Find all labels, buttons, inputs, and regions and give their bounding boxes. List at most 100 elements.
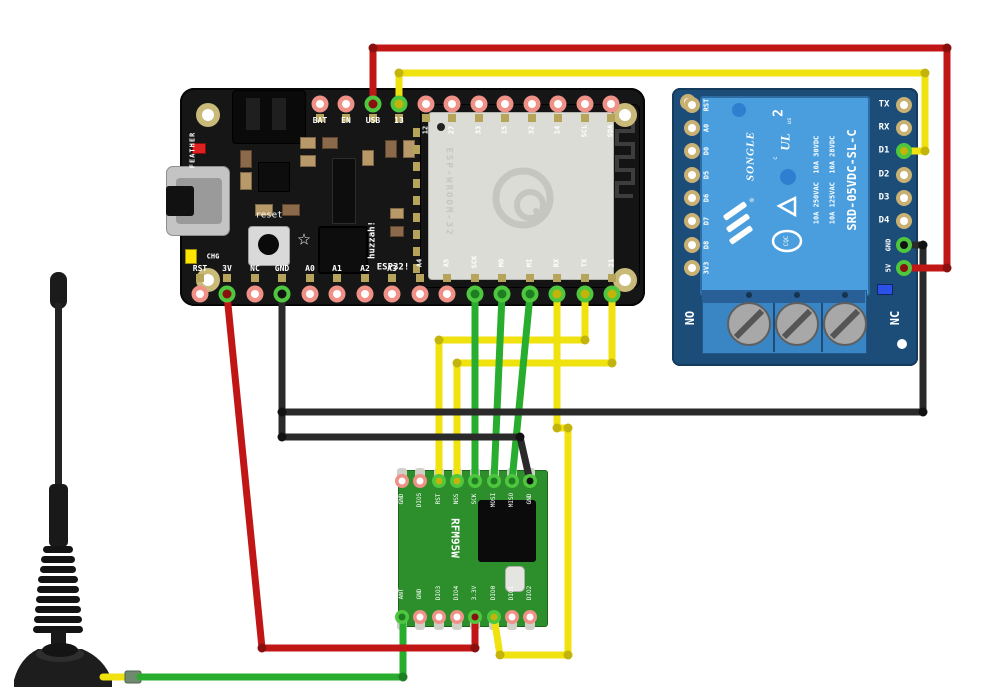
- pin-label: SCL: [580, 124, 589, 138]
- reset-label: reset: [255, 210, 283, 221]
- pin-label: 3V: [222, 264, 232, 273]
- pin-label: DIO4: [453, 585, 460, 601]
- pin-label: EN: [341, 116, 351, 125]
- relay-ratings-line1: 10A 250VAC 10A 30VDC: [812, 135, 821, 225]
- pin-label: 15: [500, 125, 509, 135]
- pin-label: D1: [878, 145, 890, 156]
- rfm95w-name: RFM95W: [448, 518, 462, 558]
- pin-label: SCK: [471, 493, 478, 505]
- registered-icon: ®: [748, 197, 757, 203]
- pin-label: NSS: [453, 493, 460, 505]
- wires: [136, 44, 951, 681]
- pin-label: RST: [702, 98, 711, 112]
- wire-mi-to-rfm-miso: [508, 291, 534, 485]
- pin-label: D6: [702, 193, 711, 203]
- reset-button-cap: [258, 234, 279, 255]
- feather-bottom-pin-row: [191, 285, 621, 303]
- smd-component: [300, 137, 316, 149]
- wire-3v-to-rfm-33v: [223, 291, 479, 652]
- relay-left-pin-column: [684, 97, 700, 276]
- pin-label: GND: [526, 493, 533, 505]
- terminal-no-label: NO: [683, 310, 697, 326]
- pin-label: D3: [878, 192, 890, 203]
- pin-label: GND: [398, 493, 405, 505]
- triangle-logo-icon: [776, 195, 797, 218]
- pin-label: RX: [878, 122, 890, 133]
- relay-body: [700, 96, 870, 296]
- feather-mounting-holes: [196, 103, 637, 292]
- status-led: [192, 143, 206, 154]
- pin-label: MISO: [508, 492, 515, 508]
- ul-logo: UL: [777, 133, 793, 151]
- wire-mo-to-rfm-mosi: [490, 291, 506, 485]
- pin-label: 5V: [884, 263, 893, 273]
- pin-label: RX: [552, 258, 561, 268]
- pin-label: USB: [365, 116, 381, 125]
- pin-label: SCK: [470, 255, 479, 269]
- star-icon: ☆: [297, 226, 311, 251]
- reset-button: [248, 226, 290, 266]
- wire-bendpoints: [257, 43, 952, 682]
- pin-label: TX: [580, 258, 589, 268]
- pin-label: TX: [878, 99, 890, 110]
- pin-label: DIO2: [526, 585, 533, 601]
- smd-transistor: [258, 162, 290, 192]
- terminal-screws: [727, 292, 867, 346]
- pin-label: 12: [421, 125, 430, 135]
- pin-label: RST: [192, 264, 208, 273]
- charge-led: [185, 249, 197, 264]
- pin-label: A1: [332, 264, 342, 273]
- smd-component: [390, 226, 404, 237]
- pin-label: RST: [435, 493, 442, 505]
- relay-brand: SONGLE: [744, 130, 757, 182]
- smd-component: [322, 137, 338, 149]
- smd-component: [385, 140, 397, 158]
- smd-component: [300, 155, 316, 167]
- ul-us-label: us: [786, 117, 793, 125]
- pin-label: DIO5: [416, 492, 423, 508]
- pin-label: D8: [702, 240, 711, 250]
- huzzah-label: huzzah!: [367, 221, 378, 259]
- pin-label: 3.3V: [471, 585, 478, 601]
- feather-pads: [196, 114, 616, 282]
- rfm-bottom-pin-row: [395, 610, 537, 624]
- terminal-nc-label: NC: [888, 310, 902, 326]
- smd-component: [240, 150, 252, 168]
- relay-right-pin-column: [896, 97, 912, 276]
- pin-label: 27: [447, 125, 456, 135]
- pin-label: ANT: [398, 588, 405, 600]
- songle-stripes-icon: [723, 201, 753, 245]
- relay-model: SRD-05VDC-SL-C: [845, 129, 859, 231]
- relay-led: [877, 284, 893, 295]
- jst-slot: [246, 98, 260, 130]
- cqc-logo-text: CQC: [783, 235, 790, 247]
- feather-silk-label: FEATHER: [188, 131, 197, 169]
- smd-ic: [332, 158, 356, 224]
- pin-label: 13: [394, 116, 404, 125]
- ul-c-label: c: [772, 156, 779, 160]
- pin-label: MOSI: [490, 492, 497, 508]
- micro-usb-opening: [166, 186, 194, 216]
- pin-label: BAT: [312, 116, 328, 125]
- jst-slot: [272, 98, 286, 130]
- pin-label: 21: [607, 258, 616, 268]
- pin-label: A4: [415, 258, 424, 268]
- wire-21-to-rfm-nss: [453, 291, 616, 485]
- pin-label: 14: [553, 125, 562, 135]
- pin-label: NC: [250, 264, 260, 273]
- pin-label: MI: [525, 258, 534, 268]
- espressif-logo-icon: [492, 167, 554, 229]
- relay-ratings-line2: 10A 125VAC 10A 28VDC: [828, 135, 837, 225]
- smd-component: [390, 208, 404, 219]
- jst-battery-connector: [232, 90, 306, 144]
- terminal-divider: [773, 303, 775, 352]
- pin-label: MO: [497, 258, 506, 268]
- pin-label: A3: [387, 264, 397, 273]
- pin-label: D7: [702, 216, 711, 226]
- wire-rx-to-rfm-dio0: [490, 291, 572, 659]
- pin-label: 3V3: [702, 261, 711, 275]
- pin-label: SDA: [606, 124, 615, 138]
- module-edge-pads: [413, 128, 420, 273]
